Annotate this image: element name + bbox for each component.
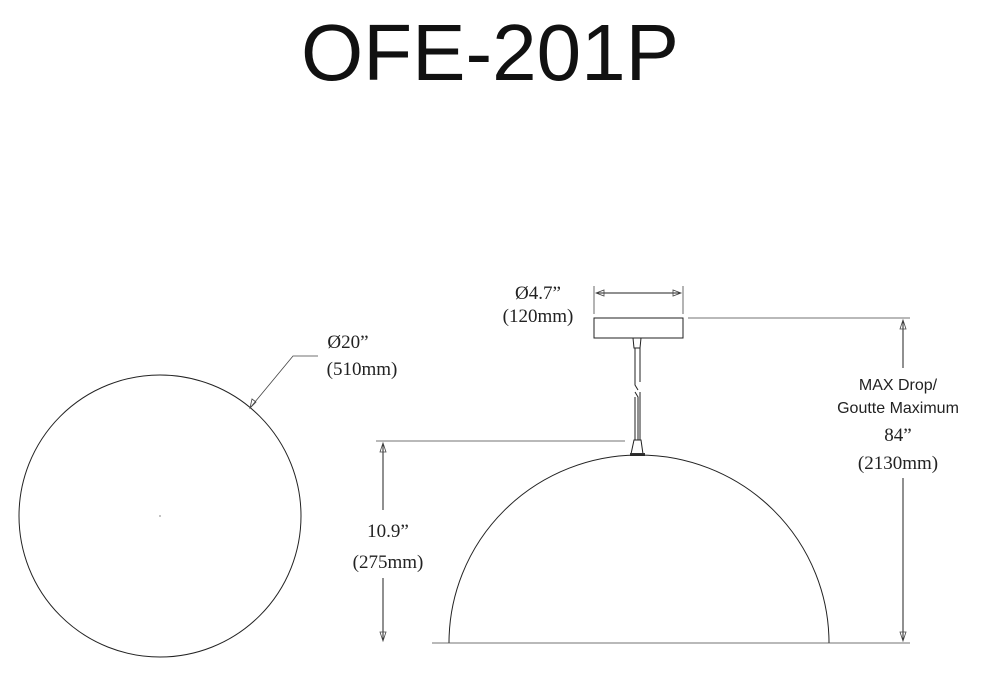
socket-cap — [630, 439, 644, 455]
side-view: Ø4.7” (120mm) 10.9” (275mm) MAX Drop/ Go… — [353, 283, 959, 644]
height-arrows-icon — [379, 441, 387, 643]
diameter-leader — [249, 355, 318, 409]
suspension-rod — [634, 348, 641, 391]
height-mm: (275mm) — [353, 552, 424, 573]
shade-outline-top — [18, 374, 302, 658]
canopy-diameter-in: Ø4.7” — [515, 283, 561, 304]
max-drop-label: MAX Drop/ — [859, 377, 938, 394]
leader-arrow-icon — [249, 398, 257, 410]
top-view: Ø20” (510mm) — [18, 332, 398, 658]
max-drop-mm: (2130mm) — [858, 453, 938, 474]
shade-outline-side — [448, 454, 830, 644]
height-in: 10.9” — [367, 521, 409, 542]
center-point — [159, 515, 161, 517]
max-drop-in: 84” — [884, 425, 911, 446]
top-diameter-in: Ø20” — [327, 332, 368, 353]
top-diameter-mm: (510mm) — [327, 359, 398, 380]
canopy-diameter-mm: (120mm) — [503, 306, 574, 327]
model-title: OFE-201P — [301, 8, 679, 97]
canopy — [593, 317, 684, 339]
dimension-arrows-icon — [594, 289, 683, 297]
goutte-maximum-label: Goutte Maximum — [837, 400, 959, 417]
drop-arrows-icon — [899, 318, 907, 643]
